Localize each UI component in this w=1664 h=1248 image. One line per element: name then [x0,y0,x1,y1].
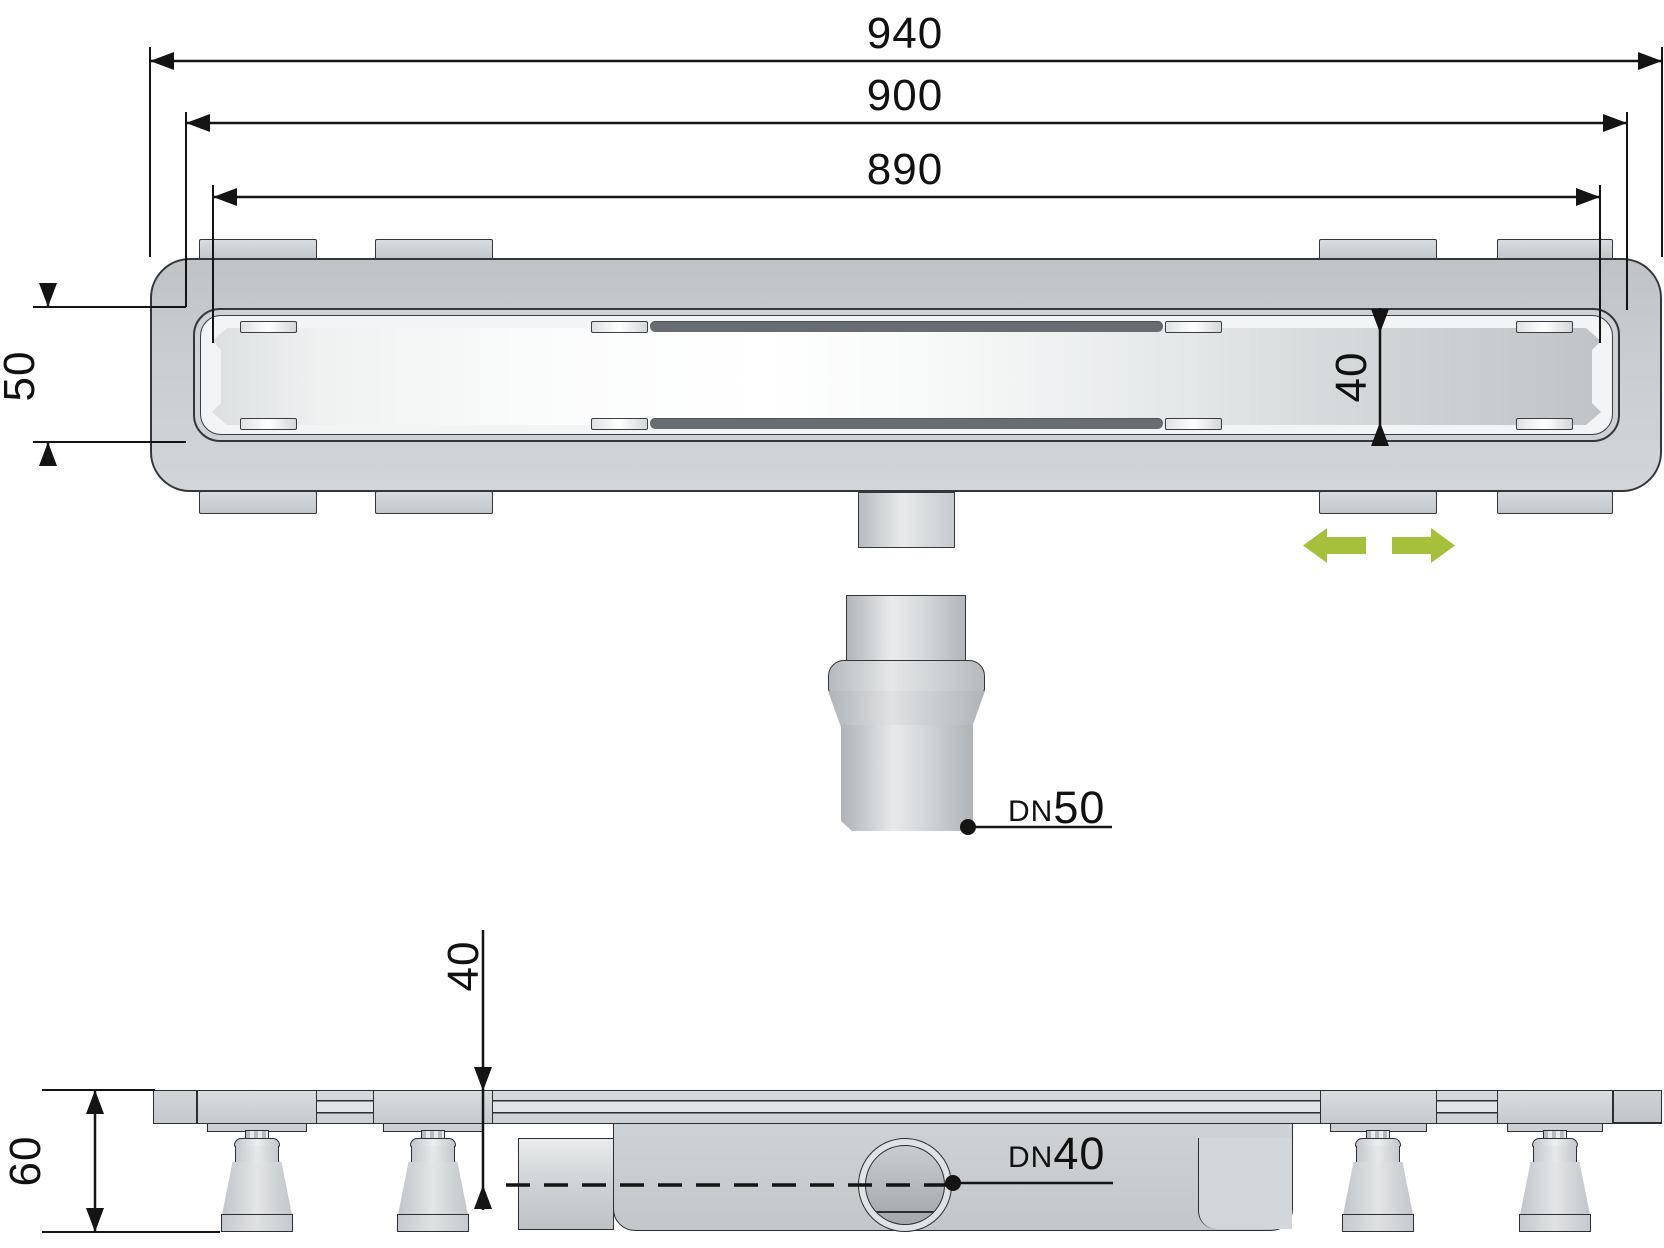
dim-label-grate-width: 40 [1327,351,1376,403]
trap-body [613,1123,1293,1231]
foot-taper [398,1162,468,1215]
cover-clip [591,321,648,333]
mounting-clip [199,239,317,260]
outlet-pipe-lower [841,725,973,831]
cover-clip [240,321,297,333]
support-block [373,1090,493,1124]
dim-label-flange-length: 900 [866,71,944,120]
adjustable-foot [1519,1130,1591,1232]
foot-neck [1356,1146,1400,1163]
foot-base [1519,1214,1591,1232]
drainage-slot [650,418,1163,429]
support-block [1320,1090,1437,1124]
outlet-collar-skirt [828,691,985,726]
mounting-clip [1319,491,1437,514]
side-outlet-pipe [518,1138,614,1230]
cover-clip [1516,321,1573,333]
foot-base [221,1214,293,1232]
adjustable-foot [1342,1130,1414,1232]
mounting-clip [1319,239,1437,260]
side-outlet-circle-bore [865,1145,945,1225]
support-block [197,1090,317,1124]
foot-neck [235,1146,279,1163]
foot-taper [1520,1162,1590,1215]
cover-clip [240,418,297,430]
rail-end-cap [1613,1090,1662,1123]
rail-end-cap [153,1090,197,1124]
foot-base [397,1214,469,1232]
foot-taper [222,1162,292,1215]
dim-label-grate-length: 890 [866,145,944,194]
drainage-slot [650,321,1163,332]
adjust-arrow-left-icon [1303,528,1366,563]
foot-base [1342,1214,1414,1232]
foot-neck [411,1146,455,1163]
foot-taper [1343,1162,1413,1215]
outlet-stub [858,492,955,548]
cover-clip [1516,418,1573,430]
drain-cover-insert [212,328,1601,425]
mounting-clip [1497,239,1613,260]
adjustable-foot [221,1130,293,1232]
dn50-size: 50 [1053,782,1106,833]
mounting-clip [199,491,317,514]
cover-clip [1165,418,1222,430]
support-block [1497,1090,1613,1124]
trap-socket-panel [1198,1138,1292,1229]
dim-label-base-height: 60 [1,1135,50,1187]
mounting-clip [375,239,493,260]
outlet-collar [828,660,985,693]
cover-clip [1165,321,1222,333]
dim-label-overall-length: 940 [866,9,944,58]
outlet-pipe-upper [846,595,966,661]
dn-prefix: DN [1008,1141,1054,1174]
dn-prefix: DN [1008,795,1054,828]
adjust-arrow-right-icon [1392,528,1455,563]
mounting-clip [375,491,493,514]
dim-label-channel-height: 50 [0,350,44,402]
water-level-line [870,1211,940,1213]
dim-label-install-depth: 40 [439,940,488,992]
mounting-clip [1497,491,1613,514]
foot-neck [1533,1146,1577,1163]
adjustable-foot [397,1130,469,1232]
cover-clip [591,418,648,430]
dn40-size: 40 [1053,1128,1106,1179]
